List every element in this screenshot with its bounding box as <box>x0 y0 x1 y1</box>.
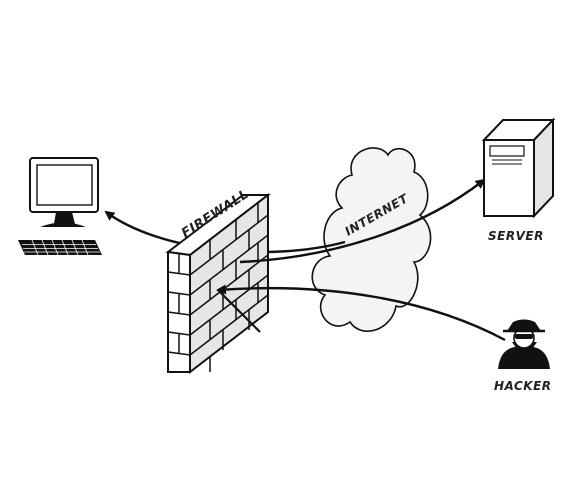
hacker-icon <box>498 319 550 369</box>
server-icon <box>481 117 556 219</box>
deflected-arrow <box>217 289 261 333</box>
keyboard-icon <box>18 239 102 256</box>
hacker-label: HACKER <box>494 379 552 393</box>
arrow-from-hacker <box>216 284 506 342</box>
brick-wall-icon <box>165 192 271 375</box>
arrow-to-server <box>239 178 486 264</box>
computer-icon <box>29 157 99 227</box>
server-label: SERVER <box>488 229 544 243</box>
